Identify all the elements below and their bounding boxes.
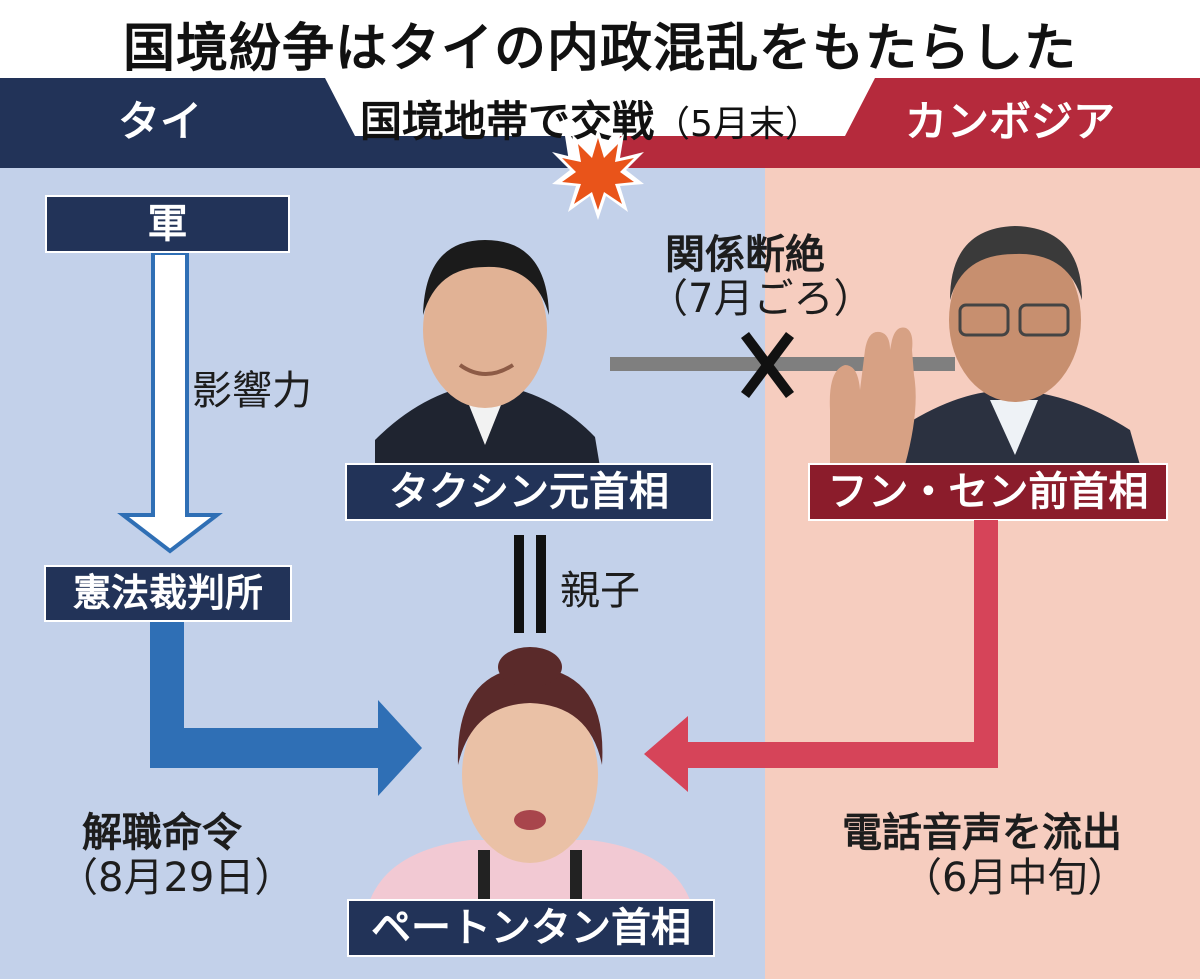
constitutional-court-node: 憲法裁判所 [44, 565, 292, 622]
leak-arrow [644, 520, 998, 792]
thaksin-photo [375, 240, 600, 467]
header-cambodia-label: カンボジア [905, 97, 1116, 146]
header-band [0, 78, 1200, 168]
hunsen-node: フン・セン前首相 [808, 463, 1168, 521]
paetongtarn-photo [370, 647, 690, 900]
parent-child-line [514, 535, 546, 633]
hunsen-photo [829, 226, 1140, 465]
dismissal-date: （8月29日） [58, 855, 295, 901]
leak-label: 電話音声を流出 [842, 810, 1122, 856]
paetongtarn-node: ペートンタン首相 [347, 899, 715, 957]
parent-child-label: 親子 [560, 568, 640, 614]
dismissal-label: 解職命令 [82, 810, 242, 856]
border-clash-date: （5月末） [654, 104, 821, 145]
page-title: 国境紛争はタイの内政混乱をもたらした [122, 19, 1077, 79]
relationship-break-date: （7月ごろ） [648, 276, 874, 322]
influence-arrow [117, 253, 223, 554]
military-node: 軍 [45, 195, 290, 253]
header-thailand-label: タイ [118, 97, 203, 146]
border-clash-title: 国境地帯で交戦 [360, 97, 655, 146]
leak-date: （6月中旬） [902, 855, 1128, 901]
thaksin-node: タクシン元首相 [345, 463, 713, 521]
border-clash-label: 国境地帯で交戦（5月末） [360, 88, 821, 149]
dismissal-arrow [150, 622, 422, 796]
relationship-break-label: 関係断絶 [665, 232, 825, 278]
clash-burst-icon [552, 128, 644, 220]
influence-label: 影響力 [192, 368, 312, 414]
